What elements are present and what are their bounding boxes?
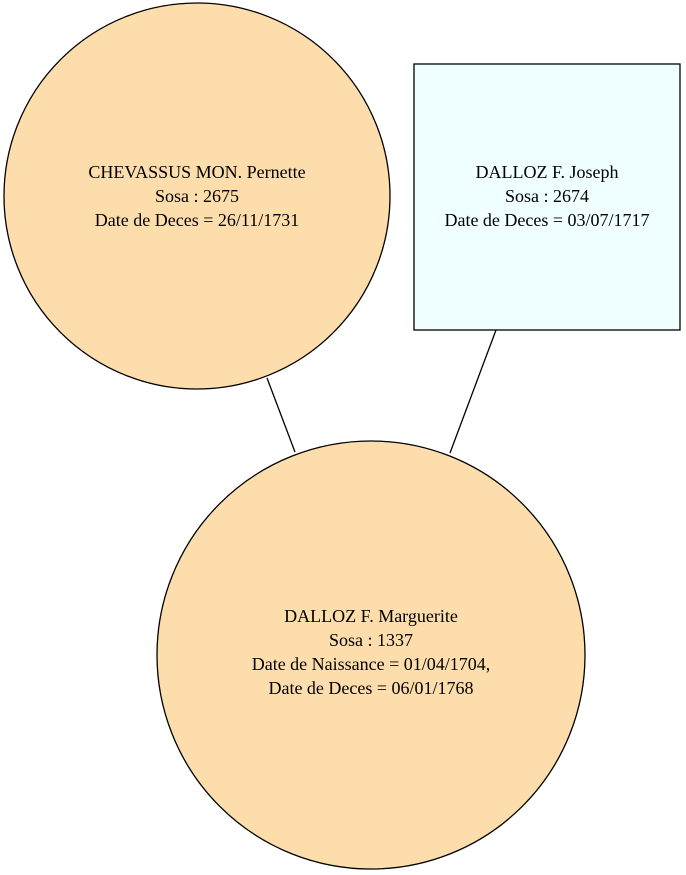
child-death-date: Date de Deces = 06/01/1768 <box>268 678 473 698</box>
child-name: DALLOZ F. Marguerite <box>284 606 458 626</box>
node-mother[interactable]: CHEVASSUS MON. Pernette Sosa : 2675 Date… <box>3 2 391 390</box>
child-birth-date: Date de Naissance = 01/04/1704, <box>252 654 491 674</box>
child-sosa: Sosa : 1337 <box>329 630 413 650</box>
node-father[interactable]: DALLOZ F. Joseph Sosa : 2674 Date de Dec… <box>413 63 681 331</box>
father-box <box>413 63 681 331</box>
mother-sosa: Sosa : 2675 <box>155 186 239 206</box>
father-death-date: Date de Deces = 03/07/1717 <box>444 210 649 230</box>
mother-name: CHEVASSUS MON. Pernette <box>88 162 305 182</box>
mother-circle <box>3 2 391 390</box>
father-sosa: Sosa : 2674 <box>505 186 589 206</box>
node-child[interactable]: DALLOZ F. Marguerite Sosa : 1337 Date de… <box>156 440 586 870</box>
edge-father-to-child <box>449 329 497 454</box>
edge-mother-to-child <box>266 377 296 453</box>
father-name: DALLOZ F. Joseph <box>475 162 618 182</box>
child-circle <box>156 440 586 870</box>
mother-death-date: Date de Deces = 26/11/1731 <box>95 210 299 230</box>
